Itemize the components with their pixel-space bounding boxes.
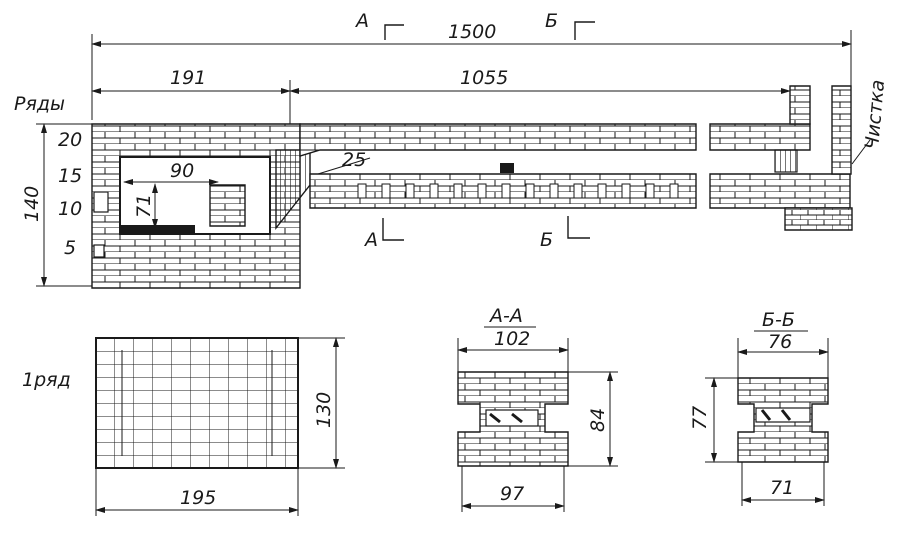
dim-total-length: 1500 <box>448 21 496 43</box>
dim-bb-bottom: 71 <box>770 477 794 499</box>
dim-aa-top: 102 <box>494 328 530 350</box>
row-number-15: 15 <box>58 165 82 187</box>
cleanout-label: Чистка <box>861 79 889 151</box>
section-mark-b-top: Б <box>545 10 558 32</box>
dim-plan-width: 130 <box>313 392 335 428</box>
dim-firebox-width: 90 <box>170 160 194 182</box>
dim-bb-top: 76 <box>768 331 792 353</box>
dim-bench-length: 1055 <box>460 67 508 89</box>
row1-label: 1ряд <box>22 369 71 391</box>
section-mark-a-top: А <box>354 10 369 32</box>
section-mark-b-bottom: Б <box>540 229 553 251</box>
rows-label: Ряды <box>14 93 65 115</box>
dim-aa-height: 84 <box>587 408 609 432</box>
longitudinal-section: 1500 191 1055 А Б Ряды 20 15 10 5 140 <box>14 10 889 289</box>
dim-bb-height: 77 <box>689 406 711 430</box>
dim-height: 140 <box>21 186 43 222</box>
dim-firebox-length: 191 <box>170 67 206 89</box>
row-number-20: 20 <box>58 129 82 151</box>
row-number-5: 5 <box>64 237 76 259</box>
dim-slope: 25 <box>342 149 366 171</box>
dim-plan-length: 195 <box>180 487 216 509</box>
section-aa-title: А-А <box>488 305 523 327</box>
section-bb: Б-Б 76 77 71 <box>689 309 829 506</box>
section-bb-title: Б-Б <box>762 309 795 331</box>
section-mark-a-bottom: А <box>363 229 378 251</box>
row-number-10: 10 <box>58 198 82 220</box>
dim-firebox-height: 71 <box>133 194 155 218</box>
dim-aa-bottom: 97 <box>500 483 524 505</box>
row1-plan: 1ряд 130 195 <box>22 337 345 516</box>
section-aa: А-А 102 84 97 <box>457 305 618 512</box>
